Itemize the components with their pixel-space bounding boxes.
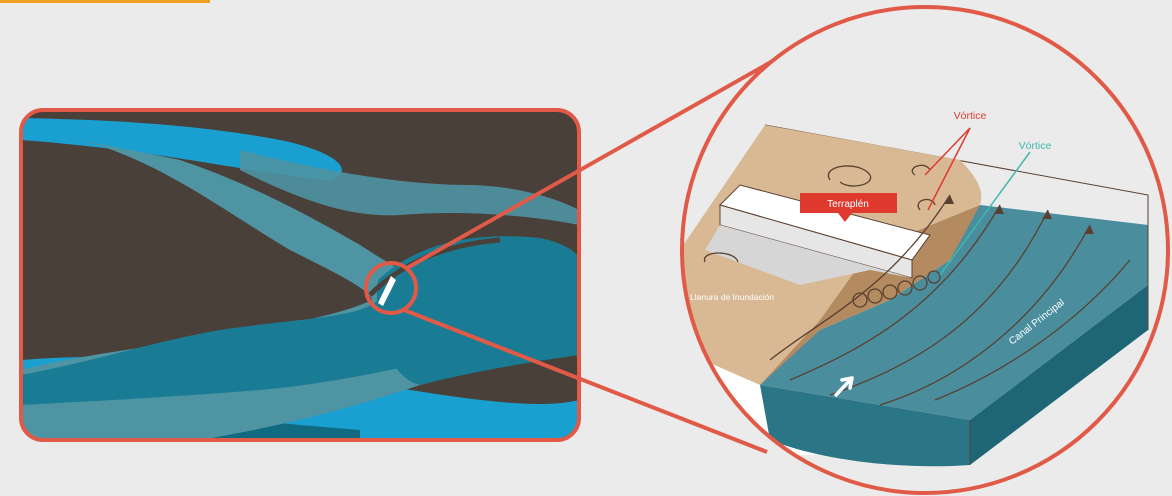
vortex-label-teal: Vórtice <box>1019 140 1052 152</box>
floodplain-label: Llanura de Inundación <box>690 292 774 302</box>
zoom-detail: Vórtice Vórtice Terraplén Llanura de Inu… <box>680 7 1168 493</box>
aerial-flow-image <box>21 110 579 440</box>
vortex-label-red: Vórtice <box>954 110 987 122</box>
accent-line <box>0 0 210 3</box>
embankment-label: Terraplén <box>827 199 869 210</box>
